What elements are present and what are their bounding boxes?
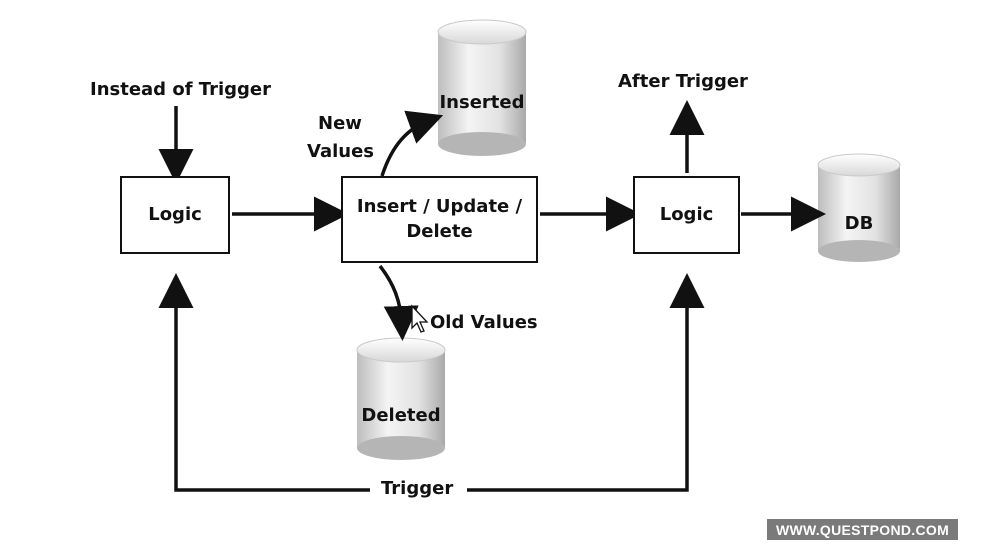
new-values-label-line1: New xyxy=(318,113,362,134)
questpond-watermark: WWW.QUESTPOND.COM xyxy=(767,519,958,540)
cursor-icon xyxy=(411,304,429,333)
after-trigger-label: After Trigger xyxy=(618,71,748,92)
db-cylinder-shape xyxy=(817,153,901,262)
trigger-label: Trigger xyxy=(381,478,454,499)
inserted-cylinder-shape xyxy=(437,19,527,156)
deleted-cylinder-shape xyxy=(356,337,446,460)
deleted-label: Deleted xyxy=(361,405,441,426)
inserted-label: Inserted xyxy=(439,92,525,113)
logic-right-label: Logic xyxy=(659,203,714,225)
operation-label-line2: Delete xyxy=(406,220,473,242)
logic-box-right: Logic xyxy=(633,176,740,254)
operation-box: Insert / Update / Delete xyxy=(341,176,538,263)
trigger-loop-right xyxy=(467,273,705,492)
instead-of-trigger-label: Instead of Trigger xyxy=(90,79,272,100)
logic-left-label: Logic xyxy=(148,203,202,225)
trigger-loop-left xyxy=(158,273,370,492)
old-values-label: Old Values xyxy=(430,312,538,333)
arrow-to-inserted xyxy=(380,110,444,177)
arrow-to-deleted xyxy=(378,264,419,341)
operation-label-line1: Insert / Update / xyxy=(356,196,523,218)
db-label: DB xyxy=(844,213,874,234)
new-values-label-line2: Values xyxy=(307,141,374,162)
logic-box-left: Logic xyxy=(120,176,230,254)
